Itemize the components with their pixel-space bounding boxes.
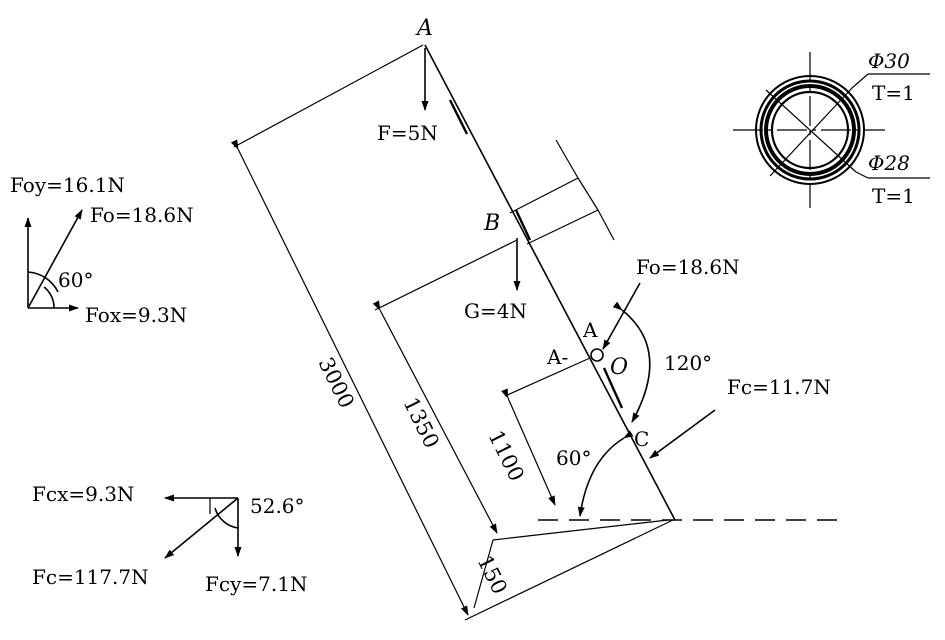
dim-1100 [501, 357, 591, 506]
cable-fx-label: Fcx=9.3N [32, 482, 134, 506]
point-b-label: B [483, 211, 500, 236]
point-c-label: C [634, 427, 649, 451]
pin-f-label: Fo=18.6N [90, 203, 194, 227]
cable-decomposition [164, 494, 242, 559]
dim-3000-label: 3000 [314, 354, 359, 413]
force-fc-arrow [649, 409, 716, 459]
cable-fy-label: Fcy=7.1N [205, 572, 307, 596]
angle-120-arc [612, 301, 651, 423]
pin-o-circle [590, 348, 604, 362]
cable-f-label: Fc=117.7N [32, 565, 149, 589]
section-inner-diameter: Φ28 [868, 151, 910, 175]
angle-60-label: 60° [556, 446, 591, 470]
force-fo-label: Fo=18.6N [636, 255, 740, 279]
section-a-label: A [582, 318, 598, 342]
b-bracket [509, 139, 615, 245]
pin-angle-label: 60° [58, 268, 93, 292]
dim-1100-label: 1100 [484, 427, 529, 486]
pin-decomposition [24, 209, 83, 312]
force-fc-label: Fc=11.7N [727, 375, 831, 399]
mast-sleeve-top [448, 99, 469, 135]
force-fo-arrow [602, 282, 641, 350]
pin-fx-label: Fox=9.3N [85, 303, 187, 327]
point-a-label: A [415, 16, 433, 41]
tube-cross-section [733, 52, 930, 208]
dim-1350-label: 1350 [399, 394, 444, 453]
point-o-label: O [610, 355, 628, 380]
dim-1350 [372, 239, 669, 541]
angle-60-arc [577, 430, 634, 517]
angle-120-label: 120° [664, 351, 712, 375]
section-outer-thickness: T=1 [872, 81, 915, 105]
pin-fy-label: Foy=16.1N [10, 173, 125, 197]
section-outer-diameter: Φ30 [868, 49, 910, 73]
cable-angle-label: 52.6° [250, 494, 305, 518]
section-inner-thickness: T=1 [872, 184, 915, 208]
force-f-label: F=5N [377, 121, 438, 145]
mast-sleeve-b [514, 209, 532, 241]
dim-150 [473, 539, 494, 609]
dim-3000 [230, 44, 674, 621]
section-a-left-label: A- [546, 345, 568, 369]
force-g-label: G=4N [464, 299, 527, 323]
